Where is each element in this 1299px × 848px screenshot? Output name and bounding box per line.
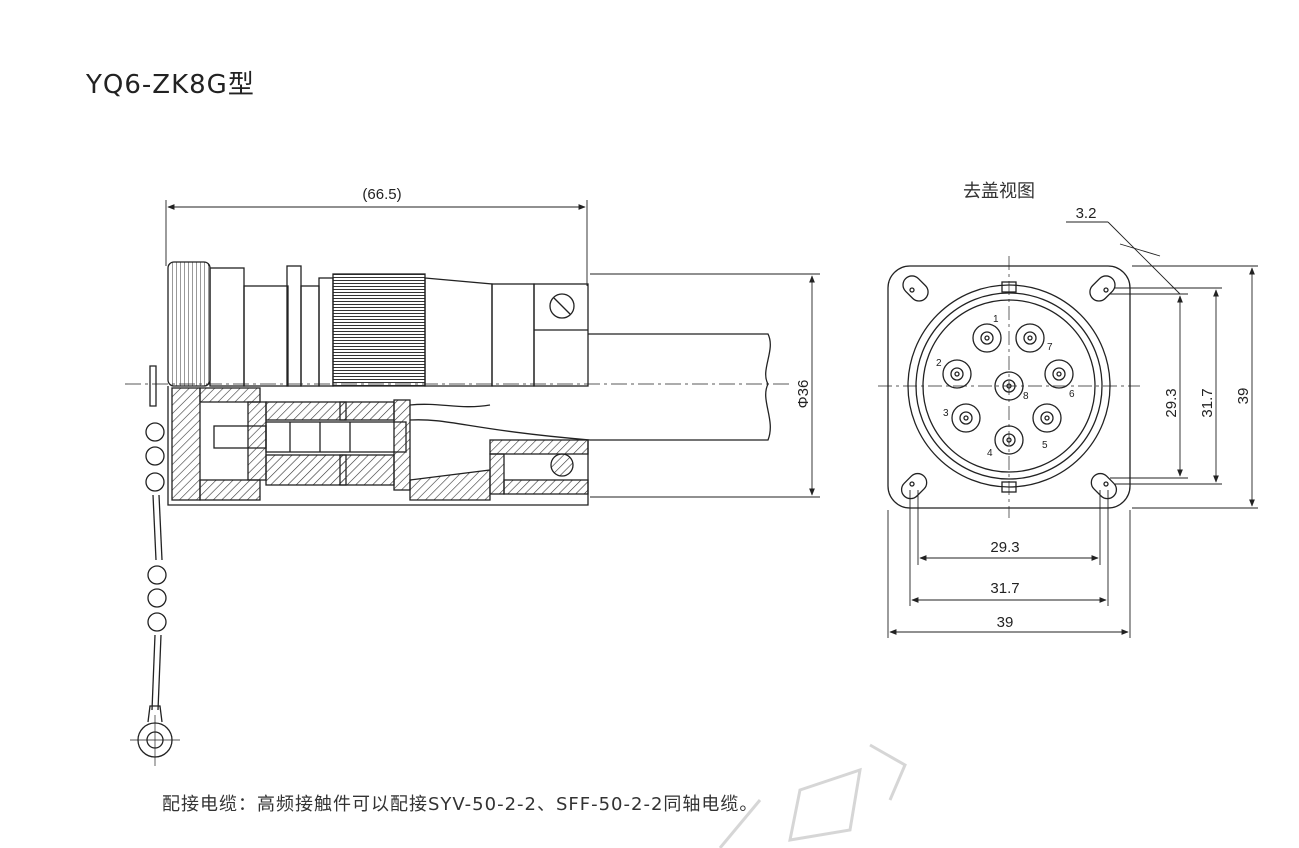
diameter-dimension: Φ36	[795, 380, 812, 409]
front-view	[878, 221, 1258, 638]
side-view	[125, 200, 820, 766]
mid-pitch-v-dimension: 31.7	[1199, 388, 1216, 417]
contact-pins	[942, 323, 1074, 455]
pin-label: 1	[993, 314, 999, 325]
mounting-holes	[900, 275, 1118, 500]
model-title: YQ6-ZK8G型	[86, 70, 255, 100]
outer-v-dimension: 39	[1235, 388, 1252, 405]
watermark-graphic	[718, 743, 907, 848]
pin-label: 4	[987, 448, 993, 459]
pin-label: 5	[1042, 440, 1048, 451]
cable-caption: 配接电缆：高频接触件可以配接SYV-50-2-2、SFF-50-2-2同轴电缆。	[162, 794, 759, 815]
front-view-label: 去盖视图	[963, 181, 1035, 202]
hole-dia-dimension: 3.2	[1076, 205, 1097, 222]
inner-pitch-v-dimension: 29.3	[1163, 388, 1180, 417]
pin-label: 7	[1047, 342, 1053, 353]
mid-pitch-h-dimension: 31.7	[990, 580, 1019, 597]
pin-label: 6	[1069, 389, 1075, 400]
outer-h-dimension: 39	[997, 614, 1014, 631]
pin-label: 8	[1023, 391, 1029, 402]
inner-pitch-h-dimension: 29.3	[990, 539, 1019, 556]
length-dimension: (66.5)	[362, 186, 401, 203]
pin-label: 3	[943, 408, 949, 419]
pin-label: 2	[936, 358, 942, 369]
